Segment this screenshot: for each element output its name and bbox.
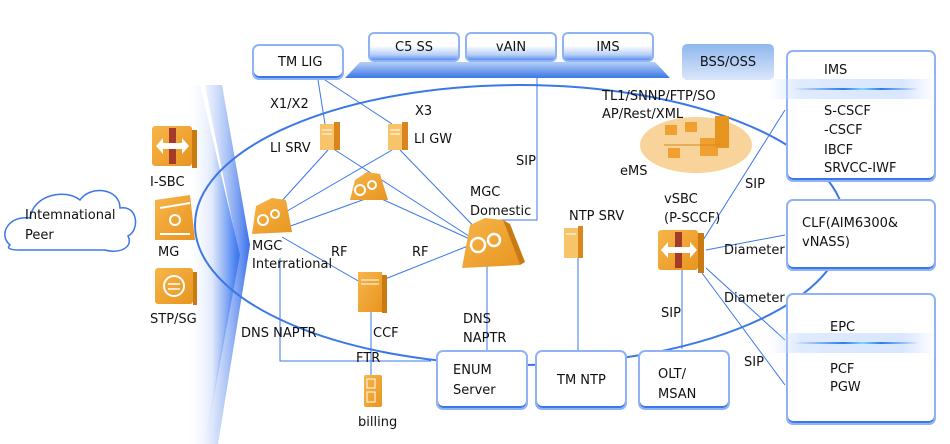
link-label-mgmt-2: AP/Rest/XML [602, 107, 684, 122]
link-label-rf-left: RF [331, 245, 348, 260]
link-label-sip-ims: SIP [745, 177, 765, 192]
epc-group-box[interactable]: EPC PCF PGW [786, 293, 936, 425]
i-sbc-label: I-SBC [150, 175, 185, 190]
tab-ims[interactable]: IMS [562, 32, 654, 62]
mgc-international-label-1: MGC [252, 239, 283, 254]
tab-c5-ss-label: C5 SS [395, 39, 433, 55]
ccf-device [358, 272, 387, 313]
tab-c5-ss[interactable]: C5 SS [368, 32, 460, 62]
enum-label-line1: ENUM [453, 363, 492, 378]
ims-divider-glow [768, 79, 936, 99]
link-label-sip-epc: SIP [744, 355, 764, 370]
mgc-international-device [252, 198, 292, 234]
vsbc-label-2: (P-SCCF) [664, 211, 721, 226]
ntp-srv-device [564, 226, 583, 258]
ims-item-ibcf: IBCF [824, 143, 854, 158]
vsbc-label-1: vSBC [664, 192, 698, 207]
tm-ntp-label: TM NTP [557, 373, 606, 388]
link-label-ftr: FTR [356, 351, 381, 366]
ims-item-srvcc-iwf: SRVCC-IWF [824, 161, 897, 176]
boundary-wedge [185, 85, 240, 444]
epc-divider-glow [768, 333, 936, 353]
ems-device [640, 116, 752, 173]
tab-bar-base [345, 62, 670, 78]
cloud-label-line2: Peer [25, 228, 54, 243]
link-label-diameter-epc: Diameter [724, 291, 785, 306]
ims-group-box[interactable]: IMS S-CSCF -CSCF IBCF SRVCC-IWF [786, 50, 936, 182]
mg-label: MG [158, 245, 180, 260]
mgc-domestic-device [462, 218, 525, 268]
stp-sg-label: STP/SG [150, 312, 197, 327]
connections [257, 78, 786, 386]
i-sbc-device [152, 126, 197, 168]
link-label-dns-naptr-left: DNS NAPTR [241, 326, 317, 341]
epc-item-pgw: PGW [830, 380, 861, 395]
enum-label-line2: Server [453, 383, 496, 398]
bss-oss-label: BSS/OSS [699, 54, 757, 70]
link-label-sip-top: SIP [516, 154, 536, 169]
cloud-label-line1: Intemnational [25, 208, 116, 223]
mgc-domestic-label-2: Domestic [470, 204, 532, 219]
ims-item-s-cscf: S-CSCF [824, 104, 871, 119]
bss-oss-box[interactable]: BSS/OSS [682, 44, 774, 80]
ems-label: eMS [620, 164, 648, 179]
mgc-center-device [350, 172, 388, 200]
ccf-label: CCF [373, 326, 399, 341]
tab-vain-label: vAIN [495, 39, 527, 55]
olt-msan-box[interactable]: OLT/ MSAN [638, 350, 730, 410]
vsbc-device [658, 230, 704, 273]
tm-lig-label: TM LIG [278, 55, 323, 70]
tab-ims-label: IMS [596, 39, 620, 55]
li-gw-label: LI GW [414, 132, 453, 147]
mgc-domestic-label-1: MGC [470, 185, 501, 200]
tab-vain[interactable]: vAIN [465, 32, 557, 62]
ims-group-title: IMS [824, 63, 848, 78]
mg-device [155, 195, 195, 240]
olt-label-line2: MSAN [658, 387, 697, 402]
clf-label-line2: vNASS) [802, 235, 850, 250]
link-label-dns-naptr-mid-2: NAPTR [463, 331, 507, 346]
ims-item-cscf: -CSCF [824, 123, 863, 138]
link-label-x3: X3 [415, 104, 433, 119]
olt-label-line1: OLT/ [658, 367, 687, 382]
epc-item-pcf: PCF [830, 362, 855, 377]
tm-lig-box[interactable]: TM LIG [252, 44, 344, 80]
billing-device [364, 375, 382, 407]
tm-ntp-box[interactable]: TM NTP [535, 350, 627, 410]
li-gw-device [388, 122, 408, 150]
enum-server-box[interactable]: ENUM Server [436, 350, 528, 410]
link-label-x1x2: X1/X2 [270, 97, 309, 112]
li-srv-device [320, 122, 340, 150]
link-label-sip-olt: SIP [661, 306, 681, 321]
billing-label: billing [358, 415, 398, 430]
clf-label-line1: CLF(AIM6300& [802, 216, 899, 231]
boundary-wedge-edge [205, 85, 250, 444]
ntp-srv-label: NTP SRV [569, 209, 625, 224]
epc-group-title: EPC [830, 320, 856, 335]
link-label-rf-right: RF [412, 245, 429, 260]
link-label-diameter-clf: Diameter [724, 243, 785, 258]
li-srv-label: LI SRV [270, 141, 311, 156]
clf-box[interactable]: CLF(AIM6300& vNASS) [786, 199, 936, 271]
link-label-dns-naptr-mid-1: DNS [463, 312, 491, 327]
cloud-shape [4, 189, 137, 252]
link-label-mgmt-1: TL1/SNNP/FTP/SO [602, 89, 716, 104]
mgc-international-label-2: Interrational [252, 257, 333, 272]
stp-sg-device [155, 268, 197, 305]
